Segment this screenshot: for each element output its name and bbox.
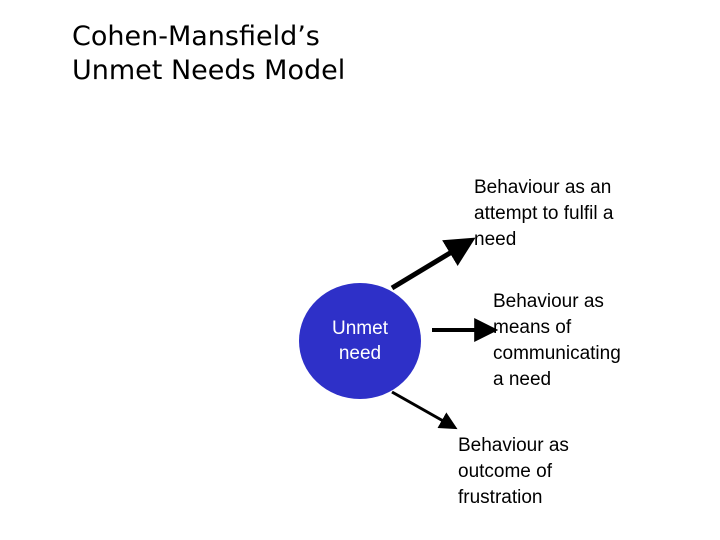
branch-label-frustration: Behaviour as outcome of frustration <box>458 435 569 508</box>
arrow-down-icon <box>391 390 458 430</box>
branch-label-attempt: Behaviour as an attempt to fulfil a need <box>474 177 614 250</box>
branch-label-communicating: Behaviour as means of communicating a ne… <box>493 291 621 390</box>
page-title: Cohen-Mansfield’s Unmet Needs Model <box>72 21 346 86</box>
unmet-need-label: Unmet need <box>332 318 388 364</box>
unmet-need-node: Unmet need <box>299 283 421 399</box>
arrow-up-icon <box>390 237 476 291</box>
